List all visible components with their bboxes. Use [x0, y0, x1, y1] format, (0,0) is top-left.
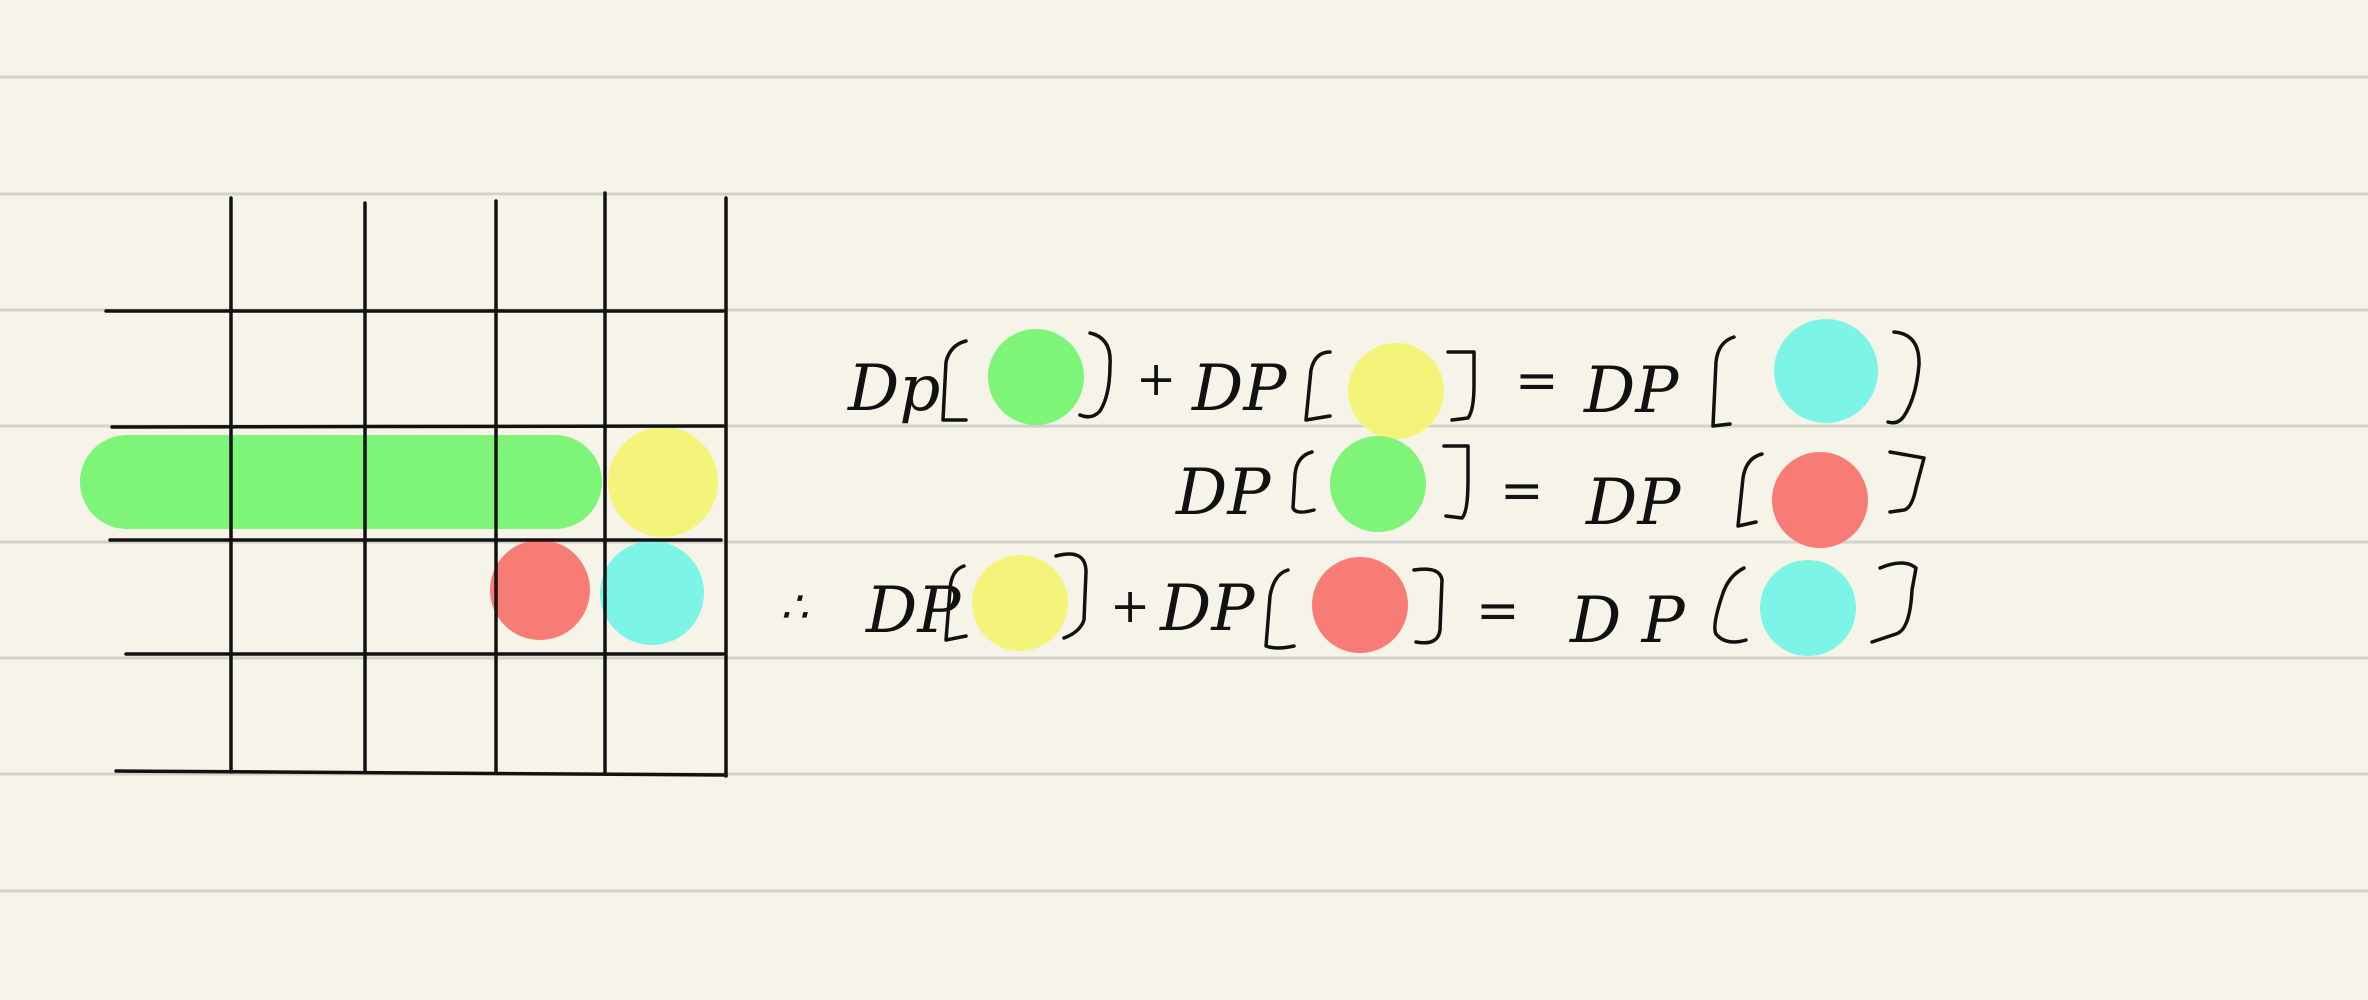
equals-sign: =	[1476, 581, 1520, 641]
equals-sign: =	[1500, 461, 1544, 521]
close-bracket	[1078, 331, 1112, 419]
open-bracket	[1713, 566, 1748, 644]
open-bracket	[1736, 452, 1764, 528]
cyan-dot	[1774, 319, 1878, 423]
green-dot	[1330, 436, 1426, 532]
close-bracket	[1442, 444, 1470, 520]
therefore-symbol: ∴	[780, 582, 808, 633]
red-dot	[1312, 557, 1408, 653]
dp-label: Dp	[847, 352, 940, 426]
grid-highlights	[80, 427, 718, 645]
grid-line	[114, 769, 728, 777]
dp-label: DP	[1159, 572, 1255, 646]
open-bracket	[944, 564, 968, 642]
close-bracket	[1054, 552, 1088, 640]
close-bracket	[1886, 330, 1921, 425]
equation-row-1: Dp + DP = DP	[847, 319, 1921, 439]
close-bracket	[1870, 561, 1918, 644]
close-bracket	[1888, 450, 1926, 514]
close-bracket	[1446, 350, 1476, 422]
open-bracket	[1264, 568, 1296, 650]
green-dot	[988, 329, 1084, 425]
green-highlight-bar	[80, 435, 602, 529]
dp-label: DP	[1175, 456, 1271, 530]
plus-operator: +	[1136, 351, 1176, 407]
dp-label: DP	[1585, 466, 1681, 540]
dp-label: D P	[1569, 584, 1686, 658]
open-bracket	[1291, 450, 1316, 514]
equation-row-3: ∴ DP + DP = D P	[780, 552, 1918, 658]
red-highlight-dot	[490, 540, 590, 640]
yellow-dot	[1348, 343, 1444, 439]
open-bracket	[941, 339, 968, 422]
cyan-dot	[1760, 560, 1856, 656]
dp-label: DP	[1583, 354, 1679, 428]
close-bracket	[1412, 567, 1444, 645]
yellow-dot	[972, 555, 1068, 651]
plus-operator: +	[1110, 578, 1150, 634]
cyan-highlight-dot	[600, 541, 704, 645]
equals-sign: =	[1515, 351, 1559, 411]
open-bracket	[1304, 350, 1332, 422]
open-bracket	[1711, 335, 1736, 428]
red-dot	[1772, 452, 1868, 548]
equation-row-2: DP = DP	[1175, 436, 1926, 548]
yellow-highlight-dot	[608, 427, 718, 537]
dp-label: DP	[1191, 352, 1287, 426]
grid	[104, 191, 728, 778]
grid-line	[110, 424, 725, 429]
